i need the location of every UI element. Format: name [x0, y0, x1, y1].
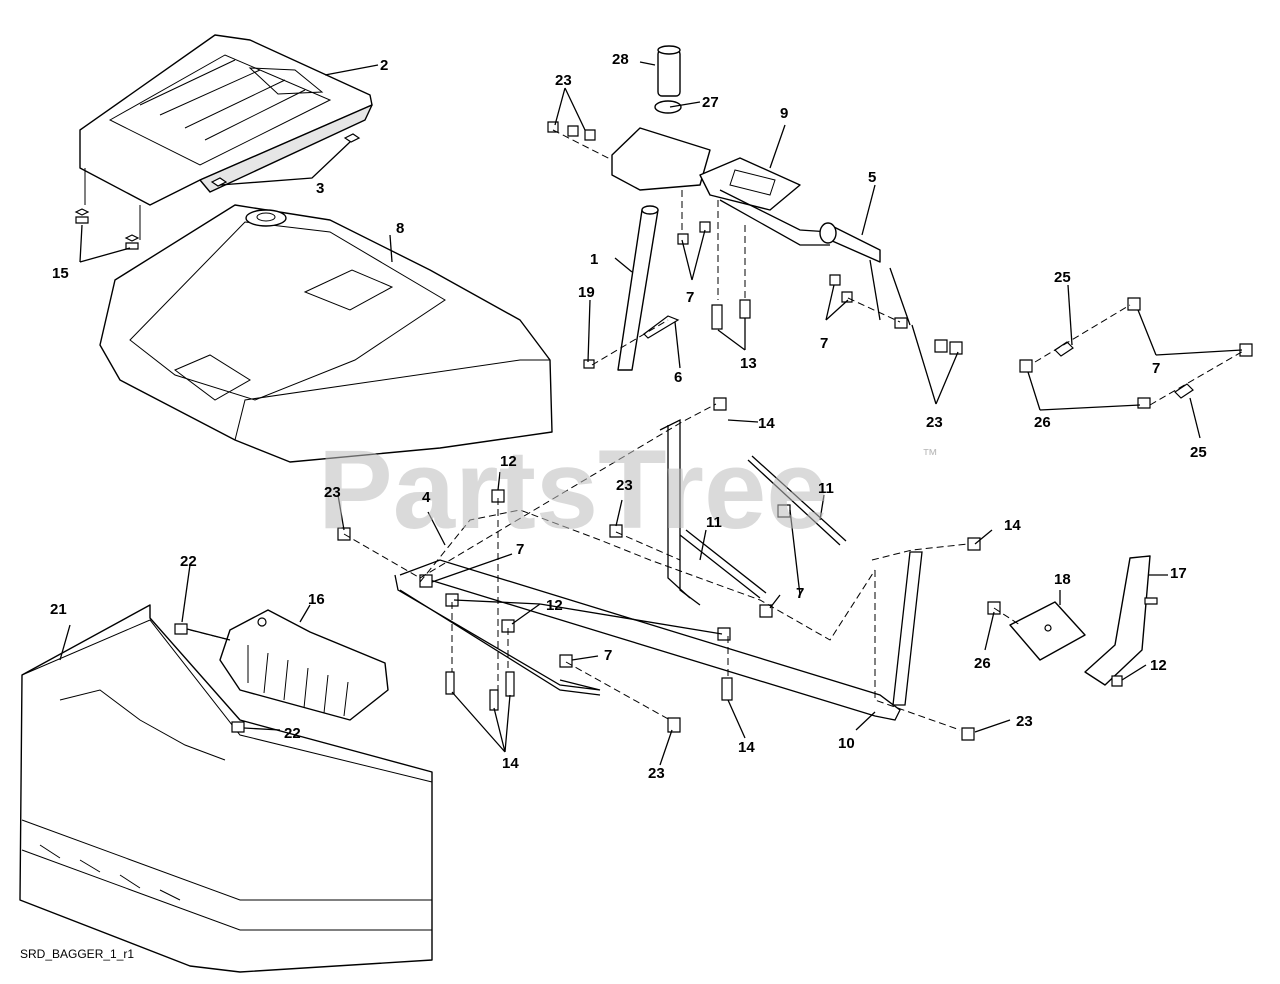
callout-11b: 11	[818, 480, 834, 497]
leader-lines	[59, 61, 1243, 766]
hardware-upper[interactable]	[547, 121, 963, 369]
part-27-bushing[interactable]	[654, 100, 682, 114]
callout-13: 13	[740, 355, 757, 372]
part-17-bracket[interactable]	[1084, 555, 1158, 687]
callout-22a: 22	[180, 553, 197, 570]
part-2-hood-top[interactable]	[79, 34, 373, 240]
callout-5: 5	[868, 169, 876, 186]
callout-23b: 23	[926, 414, 943, 431]
callout-18: 18	[1054, 571, 1071, 588]
callout-7c: 7	[1152, 360, 1160, 377]
part-8-hood[interactable]	[99, 204, 553, 463]
callout-23a: 23	[555, 72, 572, 89]
callout-28: 28	[612, 51, 629, 68]
callout-7a: 7	[686, 289, 694, 306]
callout-23d: 23	[616, 477, 633, 494]
callout-12c: 12	[1150, 657, 1167, 674]
callout-4: 4	[422, 489, 431, 506]
callout-23e: 23	[1016, 713, 1033, 730]
callout-19: 19	[578, 284, 595, 301]
part-16-shield[interactable]	[219, 609, 389, 721]
callout-26a: 26	[1034, 414, 1051, 431]
watermark-text: PartsTree	[318, 427, 829, 552]
callout-25a: 25	[1054, 269, 1071, 286]
part-10-frame[interactable]	[394, 418, 923, 721]
callout-7f: 7	[796, 585, 804, 602]
callout-22b: 22	[284, 725, 301, 742]
callout-8: 8	[396, 220, 404, 237]
right-clip-hardware[interactable]	[1019, 297, 1253, 409]
callout-9: 9	[780, 105, 788, 122]
callout-2: 2	[380, 57, 388, 74]
callout-12b: 12	[546, 597, 563, 614]
part-21-collector[interactable]	[19, 604, 433, 973]
watermark: PartsTree ™	[318, 427, 938, 552]
callout-3: 3	[316, 180, 324, 197]
callout-7e: 7	[604, 647, 612, 664]
callout-23f: 23	[648, 765, 665, 782]
callout-14a: 14	[758, 415, 775, 432]
callout-11a: 11	[706, 514, 722, 531]
hardware-lower[interactable]	[337, 397, 981, 741]
part-15-fasteners[interactable]	[74, 208, 140, 250]
callout-14c: 14	[738, 739, 755, 756]
drawing-code: SRD_BAGGER_1_r1	[20, 947, 134, 961]
part-11-links[interactable]	[679, 455, 847, 599]
callout-14b: 14	[1004, 517, 1021, 534]
part-3-clips[interactable]	[210, 133, 361, 187]
callout-27: 27	[702, 94, 719, 111]
callout-25b: 25	[1190, 444, 1207, 461]
callout-10: 10	[838, 735, 855, 752]
callout-23c: 23	[324, 484, 341, 501]
callout-6: 6	[674, 369, 682, 386]
callout-7d: 7	[516, 541, 524, 558]
part-18-plate[interactable]	[1009, 601, 1086, 661]
callout-21: 21	[50, 601, 67, 618]
callout-12a: 12	[500, 453, 517, 470]
callout-15: 15	[52, 265, 69, 282]
callout-17: 17	[1170, 565, 1187, 582]
callout-26b: 26	[974, 655, 991, 672]
watermark-trademark: ™	[922, 447, 938, 464]
callout-labels: 2 3 15 8 28 27 23 9 5 1 7 19 6 13 7 23 2…	[50, 51, 1207, 782]
callout-14d: 14	[502, 755, 519, 772]
part-1-rod[interactable]	[617, 205, 659, 371]
assembly-lines	[189, 129, 1246, 731]
callout-16: 16	[308, 591, 325, 608]
callout-1: 1	[590, 251, 598, 268]
part-28-pin[interactable]	[657, 45, 681, 97]
callout-7b: 7	[820, 335, 828, 352]
part-5-shaft[interactable]	[819, 222, 911, 326]
